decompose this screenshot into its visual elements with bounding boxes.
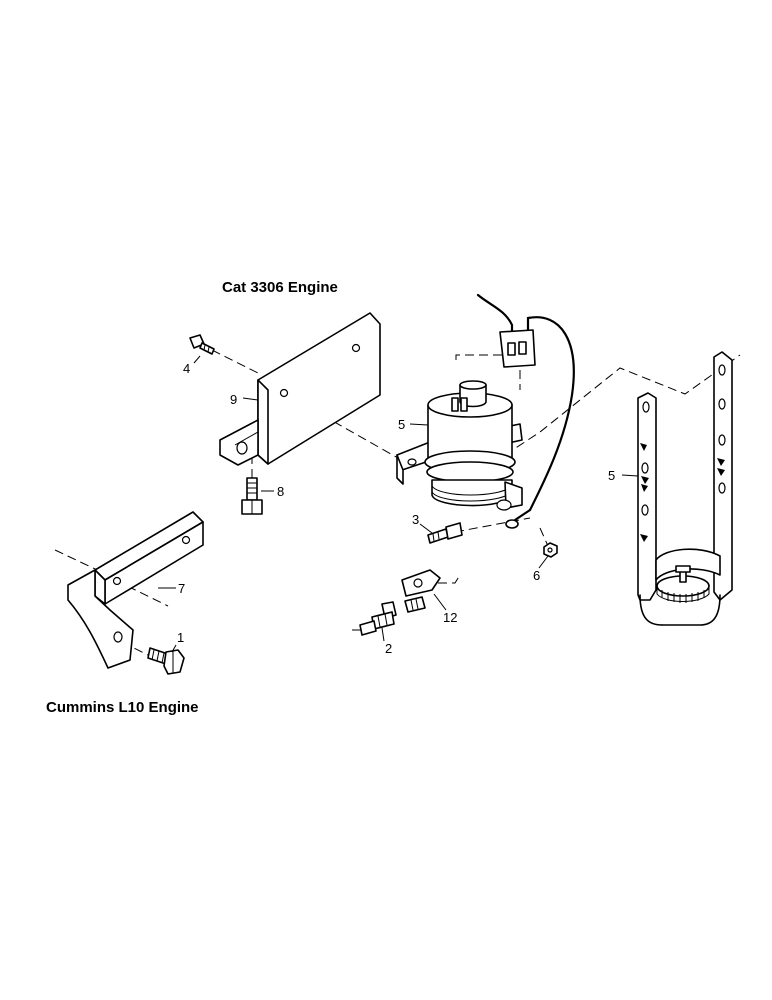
cat-mounting-bracket [219, 312, 381, 466]
bolt-8 [241, 477, 263, 515]
callout-2: 2 [385, 641, 392, 656]
right-mounting-bracket [637, 351, 733, 626]
callout-1: 1 [177, 630, 184, 645]
callout-5-bracket: 5 [608, 468, 615, 483]
cummins-l10-heading: Cummins L10 Engine [46, 699, 199, 716]
callout-12: 12 [443, 610, 457, 625]
callout-7: 7 [178, 581, 185, 596]
callout-8: 8 [277, 484, 284, 499]
fitting-3 [427, 522, 463, 544]
fitting-12 [401, 569, 441, 613]
callout-3: 3 [412, 512, 419, 527]
fitting-2 [359, 601, 397, 636]
callout-9: 9 [230, 392, 237, 407]
cummins-mounting-bracket [67, 511, 204, 669]
fuel-pump-assembly [396, 293, 575, 529]
bolt-1 [147, 647, 185, 675]
callout-4: 4 [183, 361, 190, 376]
callout-6: 6 [533, 568, 540, 583]
callout-leaders [158, 355, 639, 653]
callout-5-pump: 5 [398, 417, 405, 432]
bolt-4 [189, 334, 215, 355]
nut-6 [543, 542, 558, 558]
cat-3306-heading: Cat 3306 Engine [222, 279, 338, 296]
